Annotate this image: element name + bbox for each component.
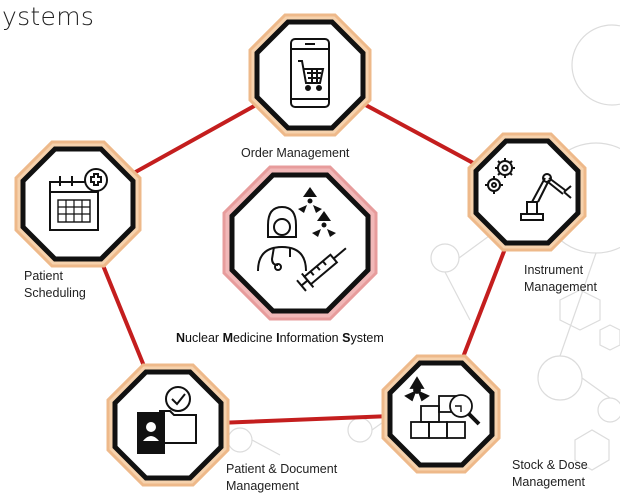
label-stock-dose-management: Stock & Dose Management	[512, 457, 588, 491]
label-instrument-management: Instrument Management	[524, 262, 597, 296]
label-patient-document-management: Patient & Document Management	[226, 461, 337, 495]
id-card-folder-check-icon	[137, 386, 197, 454]
label-stock-line2: Management	[512, 475, 585, 489]
center-label-text: ystem	[350, 331, 384, 345]
label-instrument-line2: Management	[524, 280, 597, 294]
page-heading: ystems	[2, 2, 95, 31]
node-patient-scheduling[interactable]	[14, 140, 142, 268]
doctor-radiation-syringe-icon	[257, 187, 347, 292]
node-instrument-management[interactable]	[467, 132, 587, 252]
tablet-cart-icon	[290, 38, 330, 108]
gears-robot-arm-icon	[485, 158, 572, 221]
center-label-text: edicine	[232, 331, 277, 345]
label-scheduling-line1: Patient	[24, 269, 63, 283]
calendar-plus-icon	[49, 168, 108, 231]
label-scheduling-line2: Scheduling	[24, 286, 86, 300]
center-label-initial: N	[176, 331, 186, 345]
center-label-initial: M	[222, 331, 233, 345]
label-order-management: Order Management	[241, 145, 349, 162]
center-label-initial: S	[342, 331, 351, 345]
radiation-boxes-magnifier-icon	[404, 376, 481, 439]
label-stock-line1: Stock & Dose	[512, 458, 588, 472]
label-nuclear-medicine-information-system: Nuclear Medicine Information System	[176, 331, 384, 345]
center-label-initial: I	[276, 331, 280, 345]
center-label-text: uclear	[185, 331, 223, 345]
node-patient-document-management[interactable]	[106, 363, 230, 487]
label-order-line: Order Management	[241, 146, 350, 160]
label-instrument-line1: Instrument	[524, 263, 584, 277]
center-label-text: nformation	[279, 331, 343, 345]
label-document-line2: Management	[226, 479, 299, 493]
node-order-management[interactable]	[248, 13, 372, 137]
label-patient-scheduling: Patient Scheduling	[24, 268, 86, 302]
label-document-line1: Patient & Document	[226, 462, 338, 476]
node-stock-dose-management[interactable]	[381, 354, 501, 474]
node-nuclear-medicine-information-system[interactable]	[222, 165, 378, 321]
